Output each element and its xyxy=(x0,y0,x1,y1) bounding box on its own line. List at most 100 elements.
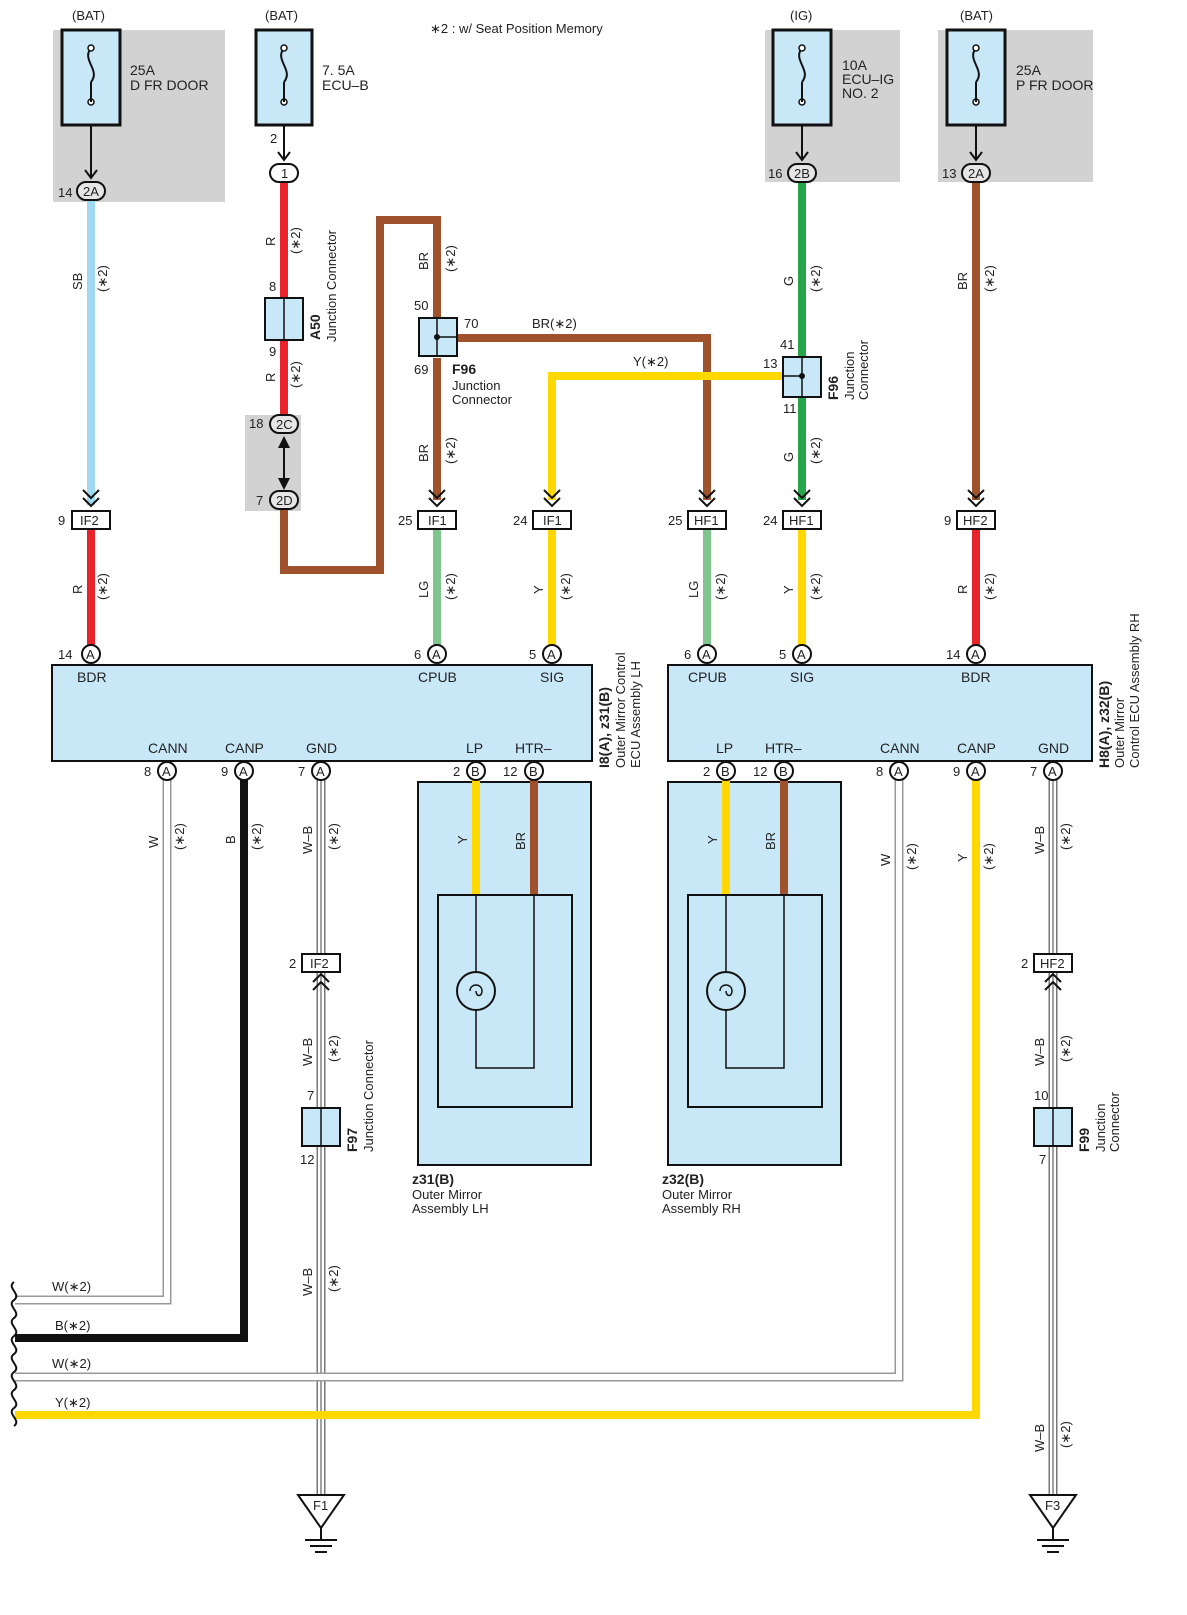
svg-text:H8(A), z32(B): H8(A), z32(B) xyxy=(1096,681,1112,768)
svg-text:IF2: IF2 xyxy=(80,513,99,528)
svg-text:14: 14 xyxy=(58,185,72,200)
svg-text:(∗2): (∗2) xyxy=(288,361,303,388)
svg-text:BR(∗2): BR(∗2) xyxy=(532,316,577,331)
svg-text:P FR DOOR: P FR DOOR xyxy=(1016,77,1094,93)
svg-text:(∗2): (∗2) xyxy=(982,265,997,292)
svg-text:W(∗2): W(∗2) xyxy=(52,1279,91,1294)
svg-text:(∗2): (∗2) xyxy=(443,245,458,272)
svg-text:CANN: CANN xyxy=(148,740,188,756)
svg-text:B: B xyxy=(223,835,238,844)
svg-text:Y: Y xyxy=(455,835,470,844)
svg-text:2: 2 xyxy=(289,956,296,971)
svg-text:2: 2 xyxy=(453,764,460,779)
svg-text:SIG: SIG xyxy=(790,669,814,685)
svg-text:LP: LP xyxy=(466,740,483,756)
svg-text:25A: 25A xyxy=(1016,62,1042,78)
svg-text:Junction: Junction xyxy=(452,378,500,393)
svg-text:A: A xyxy=(971,647,980,662)
wire-w-cann-left xyxy=(15,780,172,1305)
svg-text:13: 13 xyxy=(763,356,777,371)
connector-2c: 18 2C xyxy=(249,414,299,490)
svg-text:A: A xyxy=(547,647,556,662)
svg-text:R: R xyxy=(263,237,278,246)
svg-text:(∗2): (∗2) xyxy=(713,573,728,600)
svg-text:2: 2 xyxy=(703,764,710,779)
svg-text:2: 2 xyxy=(270,131,277,146)
svg-text:A: A xyxy=(162,764,171,779)
svg-text:(BAT): (BAT) xyxy=(72,8,105,23)
ecu-top-pins: 14 A 6 A 5 A 6 A 5 A 14 A xyxy=(58,644,986,664)
svg-text:1: 1 xyxy=(281,166,288,181)
connector-if1-25: 25 IF1 xyxy=(398,489,457,530)
connector-2a-right: 13 2A xyxy=(942,163,991,183)
svg-text:W–B: W–B xyxy=(1032,826,1047,854)
svg-text:HF2: HF2 xyxy=(963,513,988,528)
svg-text:9: 9 xyxy=(58,513,65,528)
svg-text:6: 6 xyxy=(414,647,421,662)
fuse-p-fr-door: (BAT) 25A P FR DOOR xyxy=(945,8,1094,127)
svg-text:2D: 2D xyxy=(276,493,293,508)
connector-if1-24: 24 IF1 xyxy=(513,489,572,530)
svg-text:W: W xyxy=(146,835,161,848)
svg-text:Junction Connector: Junction Connector xyxy=(324,229,339,342)
svg-text:9: 9 xyxy=(944,513,951,528)
svg-text:z32(B): z32(B) xyxy=(662,1171,704,1187)
junction-f96-right: 41 13 11 F96 Junction Connector xyxy=(763,337,871,416)
fuse-d-fr-door: (BAT) 25A D FR DOOR xyxy=(60,8,209,127)
svg-text:Y: Y xyxy=(531,585,546,594)
svg-text:BR: BR xyxy=(416,444,431,462)
svg-text:A: A xyxy=(316,764,325,779)
svg-text:(∗2): (∗2) xyxy=(808,265,823,292)
svg-text:11: 11 xyxy=(783,401,797,416)
svg-text:W–B: W–B xyxy=(300,826,315,854)
svg-text:CANP: CANP xyxy=(225,740,264,756)
svg-text:CPUB: CPUB xyxy=(418,669,457,685)
svg-text:HF1: HF1 xyxy=(789,513,814,528)
svg-text:Junction: Junction xyxy=(842,352,857,400)
svg-text:R: R xyxy=(263,373,278,382)
svg-text:Y: Y xyxy=(955,853,970,862)
svg-text:25: 25 xyxy=(668,513,682,528)
svg-text:HTR–: HTR– xyxy=(765,740,802,756)
svg-text:GND: GND xyxy=(306,740,337,756)
connector-hf1-25: 25 HF1 xyxy=(668,489,727,530)
svg-text:25: 25 xyxy=(398,513,412,528)
fuse-arrows xyxy=(84,125,983,180)
svg-text:6: 6 xyxy=(684,647,691,662)
fuse-ecu-ig-no2: (IG) 10A ECU–IG NO. 2 xyxy=(771,8,894,127)
svg-text:SB: SB xyxy=(70,273,85,290)
connector-2d: 7 2D xyxy=(256,490,299,510)
svg-text:A: A xyxy=(239,764,248,779)
svg-text:41: 41 xyxy=(780,337,794,352)
svg-text:(∗2): (∗2) xyxy=(558,573,573,600)
svg-text:5: 5 xyxy=(529,647,536,662)
svg-text:12: 12 xyxy=(300,1152,314,1167)
svg-text:7: 7 xyxy=(1030,764,1037,779)
svg-text:W–B: W–B xyxy=(300,1038,315,1066)
svg-text:(∗2): (∗2) xyxy=(326,1035,341,1062)
svg-text:W–B: W–B xyxy=(1032,1424,1047,1452)
svg-text:2A: 2A xyxy=(83,184,99,199)
svg-text:18: 18 xyxy=(249,416,263,431)
svg-text:Y(∗2): Y(∗2) xyxy=(55,1395,90,1410)
svg-text:7: 7 xyxy=(1039,1152,1046,1167)
svg-text:(∗2): (∗2) xyxy=(249,823,264,850)
svg-text:A: A xyxy=(432,647,441,662)
svg-text:ECU–IG: ECU–IG xyxy=(842,71,894,87)
continuation-break xyxy=(10,1281,18,1427)
wire-br-f96-hf1 xyxy=(457,334,711,500)
svg-text:HTR–: HTR– xyxy=(515,740,552,756)
svg-text:9: 9 xyxy=(953,764,960,779)
svg-text:Junction: Junction xyxy=(1093,1104,1108,1152)
connector-if2-2: 2 IF2 xyxy=(289,953,341,991)
svg-text:(∗2): (∗2) xyxy=(982,573,997,600)
mirror-rh: Y BR z32(B) Outer Mirror Assembly RH xyxy=(662,780,842,1216)
junction-f99: 10 7 F99 Junction Connector xyxy=(1033,1088,1122,1167)
svg-text:W: W xyxy=(878,853,893,866)
svg-text:(∗2): (∗2) xyxy=(326,823,341,850)
svg-text:BDR: BDR xyxy=(77,669,107,685)
connector-hf2-9: 9 HF2 xyxy=(944,489,996,530)
connector-hf2-2: 2 HF2 xyxy=(1021,953,1073,991)
svg-text:LG: LG xyxy=(686,581,701,598)
junction-f96-left: 50 70 69 F96 Junction Connector xyxy=(414,298,513,407)
